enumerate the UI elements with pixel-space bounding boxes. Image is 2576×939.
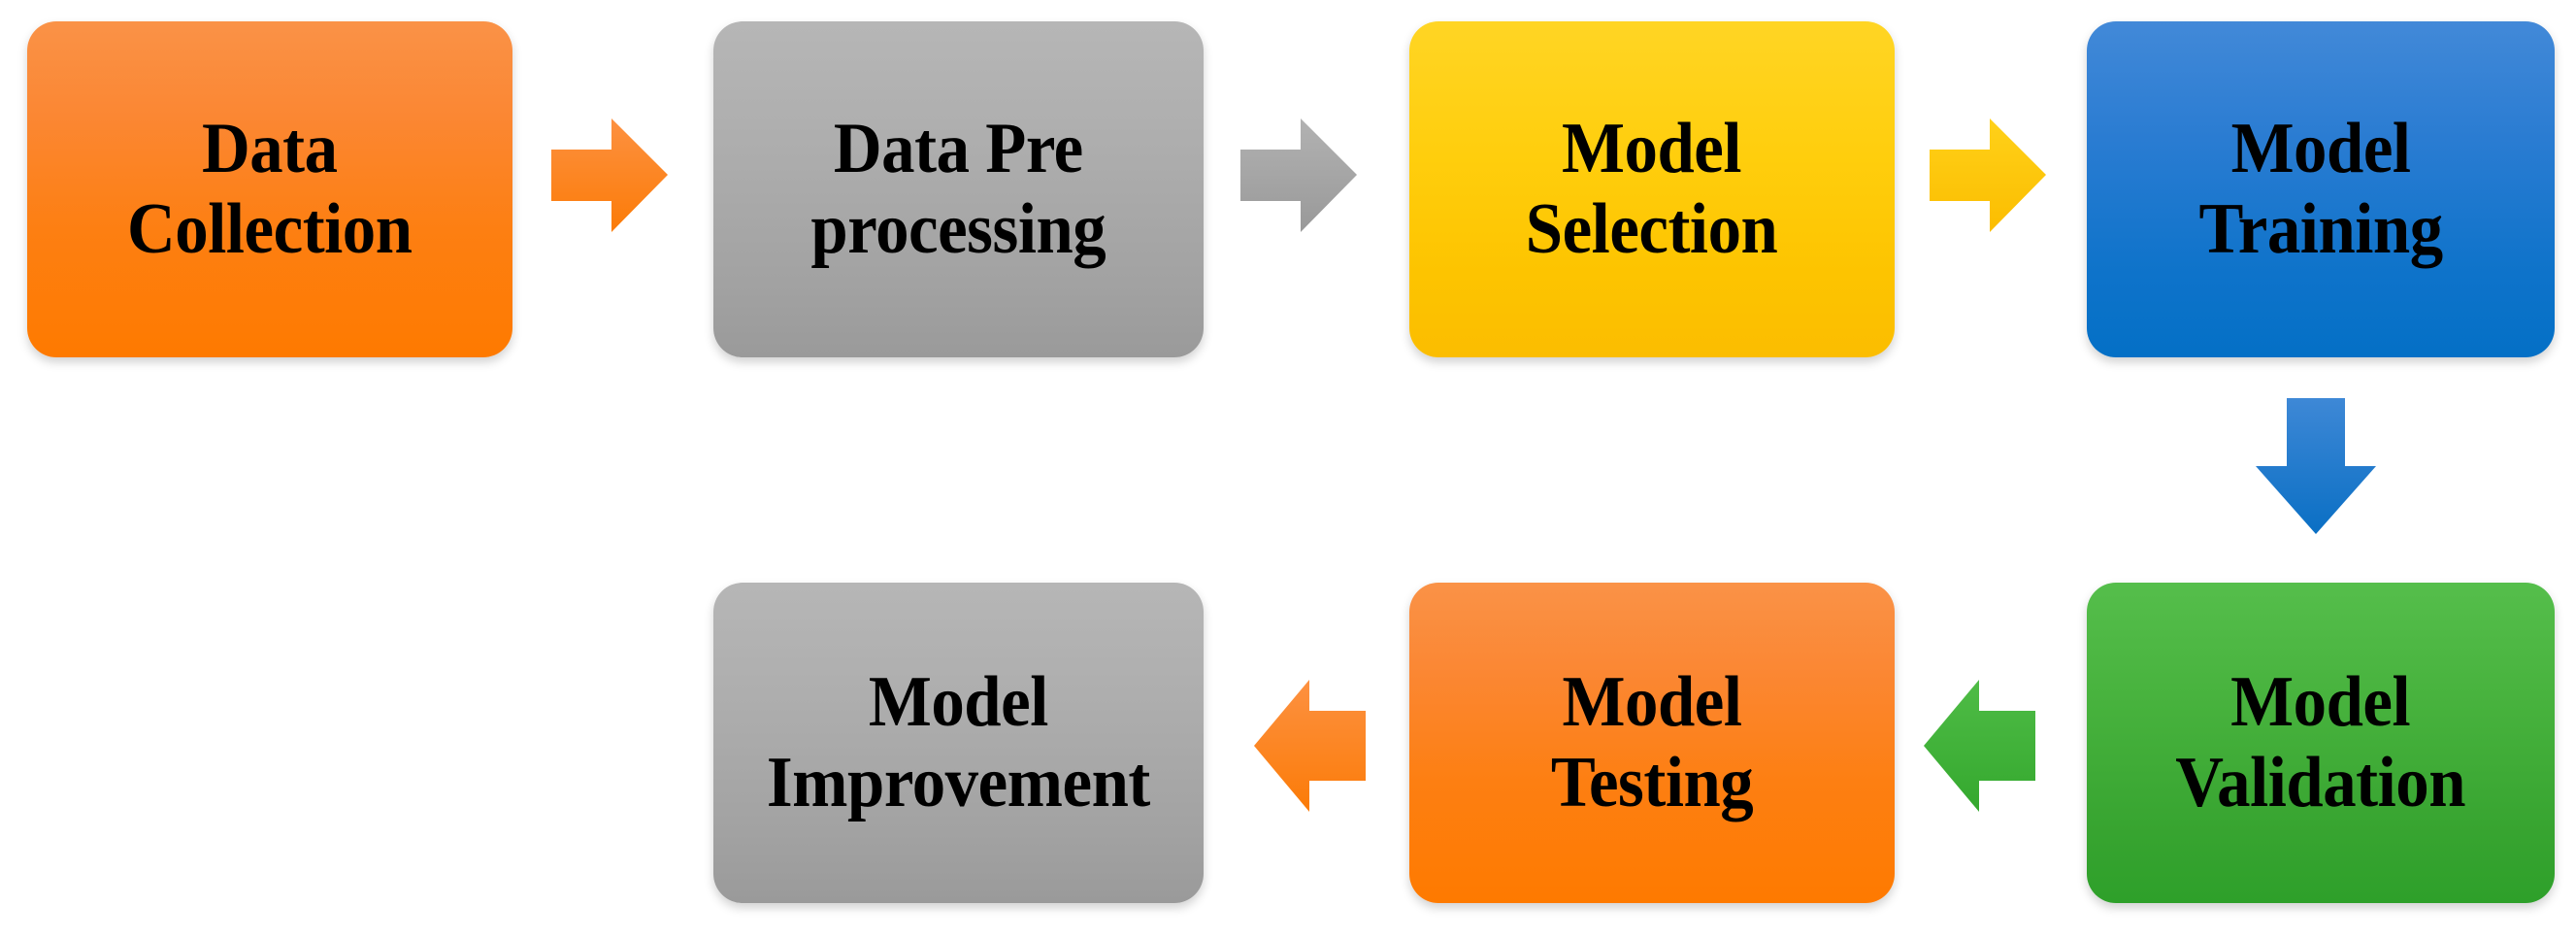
arrow-right-icon-selection-to-training bbox=[1930, 115, 2046, 236]
arrow-down-icon-training-to-validation bbox=[2254, 398, 2378, 534]
arrow-left-icon-testing-to-improvement bbox=[1254, 678, 1366, 814]
arrow-left-icon-validation-to-testing bbox=[1924, 678, 2035, 814]
arrow-right-icon-preprocessing-to-selection bbox=[1240, 115, 1357, 236]
arrow-right-icon-collection-to-preprocessing bbox=[551, 115, 668, 236]
